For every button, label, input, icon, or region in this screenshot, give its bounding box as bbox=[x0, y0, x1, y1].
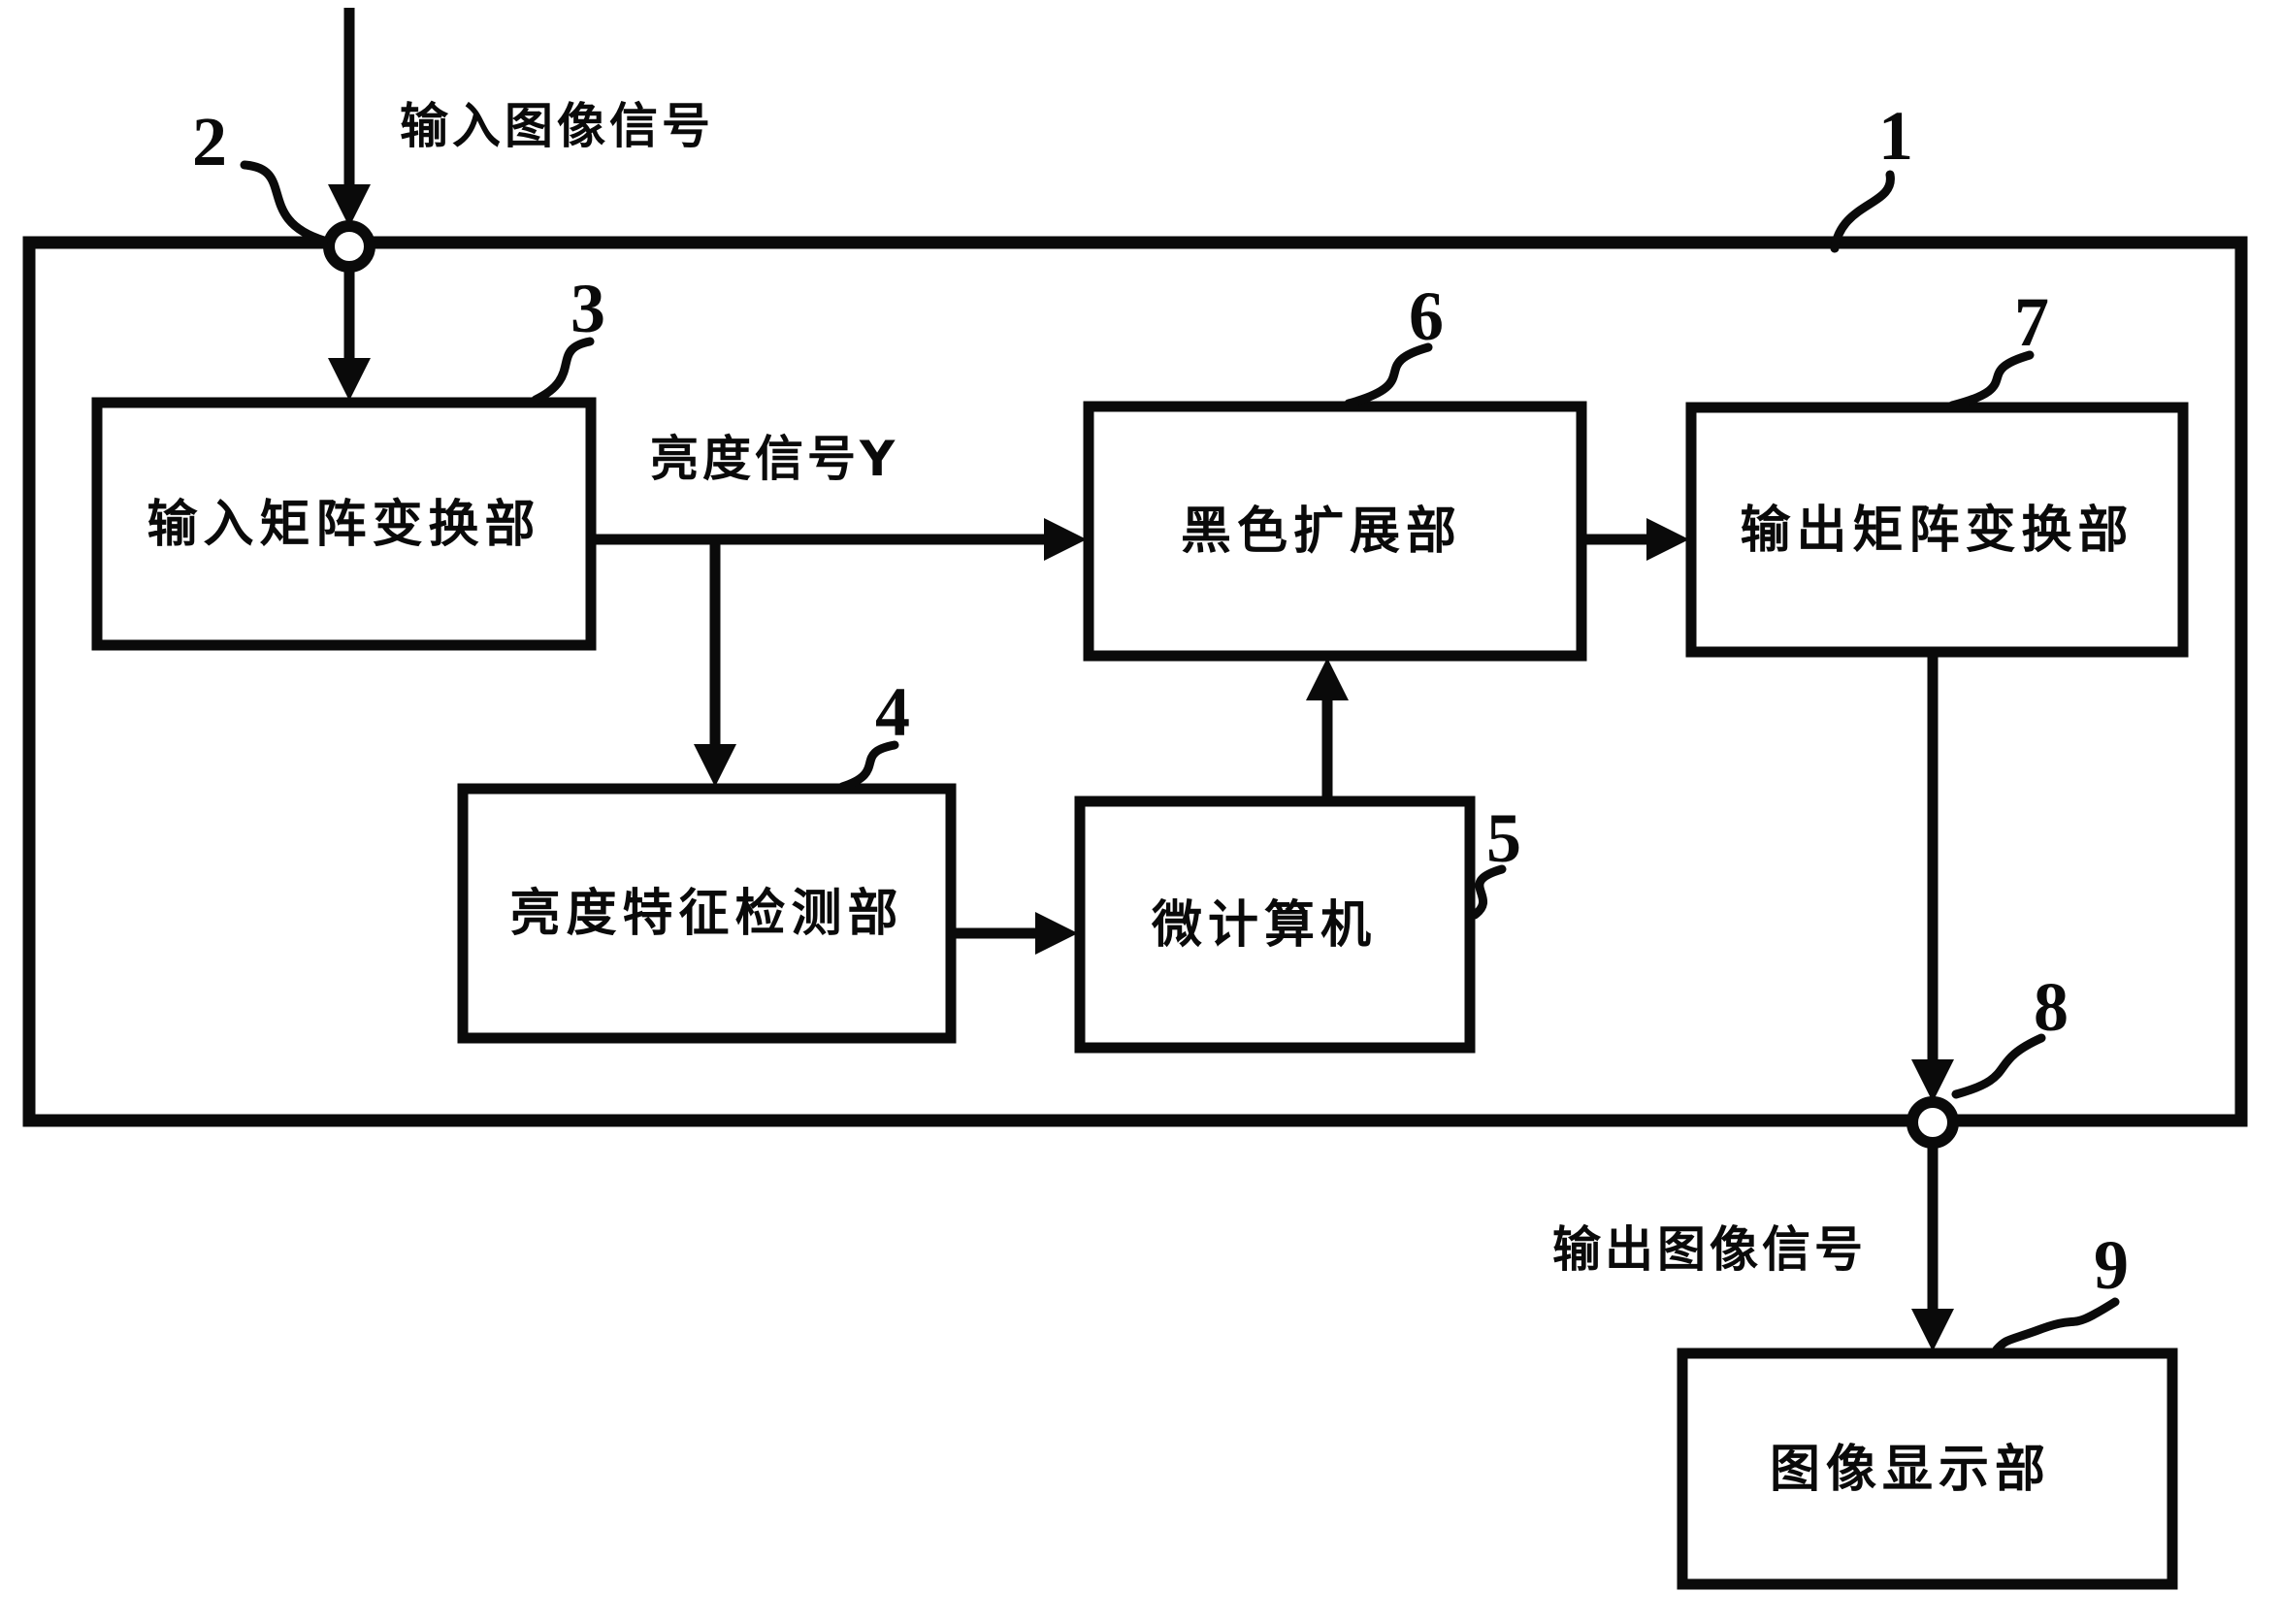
leader-line-5 bbox=[1470, 864, 1507, 920]
microcomputer-arrowhead-icon bbox=[1035, 912, 1078, 955]
microcomputer-label: 微计算机 bbox=[1151, 895, 1377, 955]
output-matrix-converter-box bbox=[1685, 402, 2189, 658]
ref-numeral-2: 2 bbox=[192, 103, 227, 180]
ref-numeral-9: 9 bbox=[2094, 1226, 2129, 1304]
luminance-signal-y-label: 亮度信号Y bbox=[650, 431, 899, 487]
leader-line-1 bbox=[1830, 170, 1895, 253]
input-matrix-arrowhead-icon bbox=[328, 358, 371, 401]
leader-lines-group bbox=[240, 160, 2120, 1354]
leader-line-8 bbox=[1951, 1033, 2046, 1099]
feature-detector-arrowhead-icon bbox=[694, 744, 736, 787]
ref-numeral-3: 3 bbox=[570, 270, 605, 347]
input-image-signal-label: 输入图像信号 bbox=[400, 98, 714, 154]
image-display-arrowhead-icon bbox=[1911, 1309, 1954, 1351]
luminance-feature-detector-label: 亮度特征检测部 bbox=[509, 885, 904, 943]
junction8-arrowhead-icon bbox=[1911, 1059, 1954, 1102]
leader-line-2 bbox=[240, 160, 329, 245]
ref-numeral-5: 5 bbox=[1486, 799, 1521, 877]
microcomputer-box bbox=[1074, 796, 1476, 1054]
input-arrowhead-icon bbox=[328, 184, 371, 227]
black-expansion-arrowhead-icon bbox=[1044, 518, 1087, 561]
input-junction-node bbox=[323, 220, 375, 273]
output-matrix-converter-label: 输出矩阵变换部 bbox=[1740, 501, 2134, 560]
ref-numeral-7: 7 bbox=[2014, 283, 2049, 361]
black-expansion-bottom-arrowhead-icon bbox=[1306, 658, 1349, 700]
output-junction-node bbox=[1906, 1096, 1959, 1149]
leader-line-7 bbox=[1947, 350, 2035, 410]
luminance-feature-detector-box bbox=[457, 783, 957, 1044]
output-image-signal-label: 输出图像信号 bbox=[1552, 1221, 1867, 1278]
input-matrix-converter-label: 输入矩阵变换部 bbox=[147, 495, 541, 554]
output-matrix-arrowhead-icon bbox=[1646, 518, 1689, 561]
black-expansion-label: 黑色扩展部 bbox=[1180, 503, 1462, 561]
image-display-box bbox=[1677, 1348, 2178, 1590]
leader-line-9 bbox=[1992, 1297, 2120, 1354]
ref-numeral-6: 6 bbox=[1409, 277, 1444, 355]
black-expansion-box bbox=[1083, 401, 1587, 662]
input-matrix-converter-box bbox=[91, 397, 597, 651]
image-display-label: 图像显示部 bbox=[1769, 1440, 2051, 1499]
ref-numeral-8: 8 bbox=[2034, 968, 2069, 1046]
leader-line-3 bbox=[531, 337, 595, 405]
ref-numeral-4: 4 bbox=[875, 673, 910, 751]
ref-numeral-1: 1 bbox=[1878, 97, 1913, 175]
leader-line-6 bbox=[1344, 342, 1433, 408]
leader-line-4 bbox=[837, 740, 899, 792]
